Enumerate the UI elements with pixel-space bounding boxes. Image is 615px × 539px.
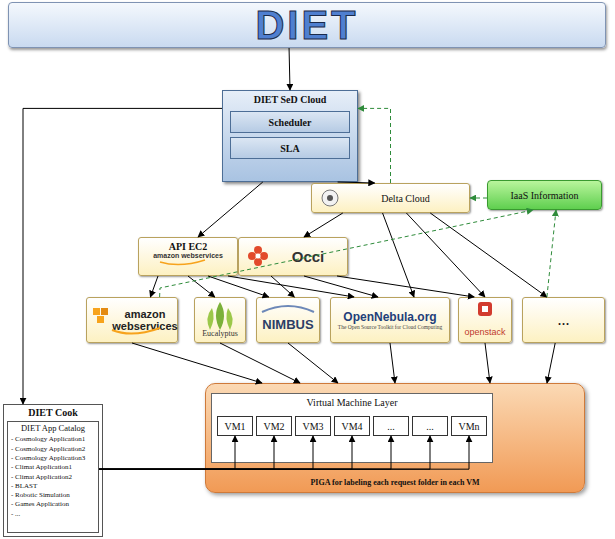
- node-label: API EC2: [169, 241, 208, 252]
- node-subtext: - Climat Application1: [11, 463, 95, 472]
- connector-arrow: [289, 48, 291, 90]
- cloud-box: openstack: [458, 297, 512, 343]
- cook-box: DIET CookDIET App Catalog - Cosmology App…: [3, 404, 103, 537]
- vm-box: VMn: [451, 416, 487, 436]
- node-subtext: amazon webservices: [153, 252, 223, 259]
- node-subtext: - Cosmology Application1: [11, 435, 95, 444]
- vm-box: ...: [412, 416, 448, 436]
- connector-arrow: [288, 343, 338, 383]
- module-box: SLA: [230, 137, 350, 159]
- node-subtext: - Robotic Simulation: [11, 491, 95, 500]
- node-label: Occi: [292, 248, 325, 265]
- vm-box: ...: [373, 416, 409, 436]
- connector-arrow: [228, 276, 354, 297]
- api-box: API EC2amazon webservices: [138, 237, 238, 276]
- vm-box: VM1: [217, 416, 253, 436]
- connector-arrow: [198, 182, 263, 237]
- connector-arrow: [304, 213, 343, 237]
- layer-band: PIGA for labeling each request folder in…: [205, 383, 585, 493]
- connector-arrow: [150, 276, 158, 297]
- cloud-box: OpenNebula.orgThe Open Source Toolkit fo…: [330, 297, 450, 343]
- node-label: VM3: [302, 421, 323, 432]
- node-subtext: - ...: [11, 510, 95, 519]
- node-label: DIET SeD Cloud: [254, 94, 327, 105]
- node-label: ...: [426, 421, 434, 432]
- node-label: VM2: [263, 421, 284, 432]
- node-subtext: - Games Application: [11, 500, 95, 509]
- node-label: amazon webservices: [112, 308, 177, 332]
- node-label: openstack: [464, 327, 505, 337]
- connector-arrow: [271, 276, 294, 297]
- node-label: NIMBUS: [262, 317, 313, 332]
- node-label: SLA: [280, 143, 299, 154]
- connector-arrow: [383, 213, 414, 297]
- node-label: ...: [558, 311, 570, 329]
- cloud-box: Eucalyptus: [194, 297, 246, 343]
- node-label: DIET App Catalog: [11, 424, 95, 433]
- connector-arrow: [132, 343, 262, 383]
- module-box: Scheduler: [230, 111, 350, 133]
- vm-box: VM2: [256, 416, 292, 436]
- cloud-box: ...: [522, 297, 605, 343]
- connector-arrow: [406, 213, 485, 297]
- connector-arrow: [23, 108, 222, 404]
- connector-arrow: [188, 276, 215, 297]
- node-label: IaaS Information: [510, 190, 578, 201]
- info-flow-arrow: [358, 108, 391, 183]
- node-label: VM1: [224, 421, 245, 432]
- node-subtext: - BLAST: [11, 482, 95, 491]
- node-label: Virtual Machine Layer: [306, 397, 397, 408]
- node-subtext: - Cosmology Application2: [11, 445, 95, 454]
- info-flow-arrow: [470, 198, 487, 199]
- connector-arrow: [430, 213, 547, 297]
- info-box: IaaS Information: [487, 180, 602, 210]
- node-label: PIGA for labeling each request folder in…: [310, 479, 479, 488]
- node-subtext: - Cosmology Application3: [11, 454, 95, 463]
- connector-arrow: [485, 343, 490, 383]
- node-label: VM4: [341, 421, 362, 432]
- connector-arrow: [220, 343, 300, 383]
- api-box: Delta Cloud: [311, 183, 470, 213]
- node-label: DIET Cook: [28, 407, 78, 418]
- connector-arrow: [208, 276, 269, 297]
- connector-arrow: [304, 276, 378, 297]
- node-label: Delta Cloud: [381, 193, 430, 204]
- node-label: OpenNebula.org: [343, 310, 436, 324]
- node-label: DIET: [255, 3, 358, 48]
- node-subtext: - Climat Application2: [11, 473, 95, 482]
- node-label: VMn: [458, 421, 479, 432]
- catalog-box: DIET App Catalog - Cosmology Application1…: [7, 421, 99, 533]
- connector-arrow: [547, 343, 555, 383]
- banner-box: DIET: [8, 2, 606, 48]
- cloud-box: amazon webservices: [86, 297, 178, 343]
- connector-arrow: [390, 343, 395, 383]
- node-label: Eucalyptus: [202, 330, 238, 339]
- vm-box: VM4: [334, 416, 370, 436]
- server-box: DIET SeD CloudSchedulerSLA: [222, 90, 358, 182]
- layer-box: Virtual Machine LayerVM1 VM2 VM3 VM4...... V…: [211, 393, 493, 463]
- vm-box: VM3: [295, 416, 331, 436]
- api-box: Occi: [238, 237, 348, 276]
- node-subtext: The Open Source Toolkit for Cloud Comput…: [338, 324, 442, 330]
- connector-arrow: [337, 276, 474, 297]
- node-label: ...: [387, 421, 395, 432]
- info-flow-arrow: [547, 210, 556, 297]
- cloud-box: NIMBUS: [256, 297, 320, 343]
- node-label: Scheduler: [269, 117, 312, 128]
